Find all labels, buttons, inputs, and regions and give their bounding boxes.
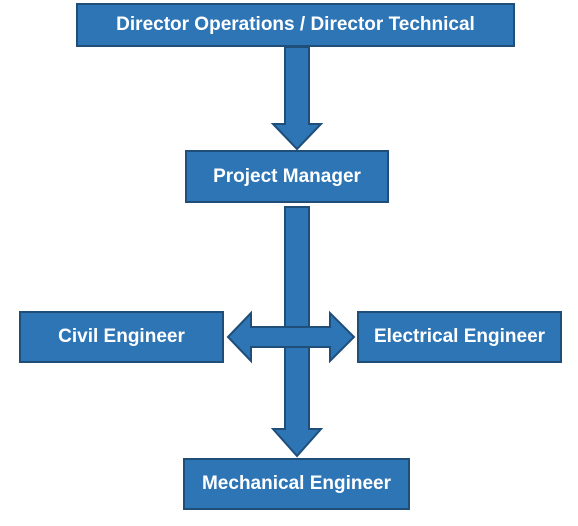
civil-engineer-label: Civil Engineer [58,326,185,347]
project-manager-label: Project Manager [213,165,361,187]
arrow-director-to-pm [270,46,324,151]
arrow-civil-electrical [226,310,356,364]
director-node: Director Operations / Director Technical [76,3,515,47]
electrical-engineer-label: Electrical Engineer [373,326,546,347]
electrical-engineer-node: Electrical Engineer [357,311,562,363]
project-manager-node: Project Manager [185,150,389,203]
mechanical-engineer-node: Mechanical Engineer [183,458,410,510]
mechanical-engineer-label: Mechanical Engineer [201,473,391,494]
director-label: Director Operations / Director Technical [116,14,475,35]
civil-engineer-node: Civil Engineer [19,311,224,363]
